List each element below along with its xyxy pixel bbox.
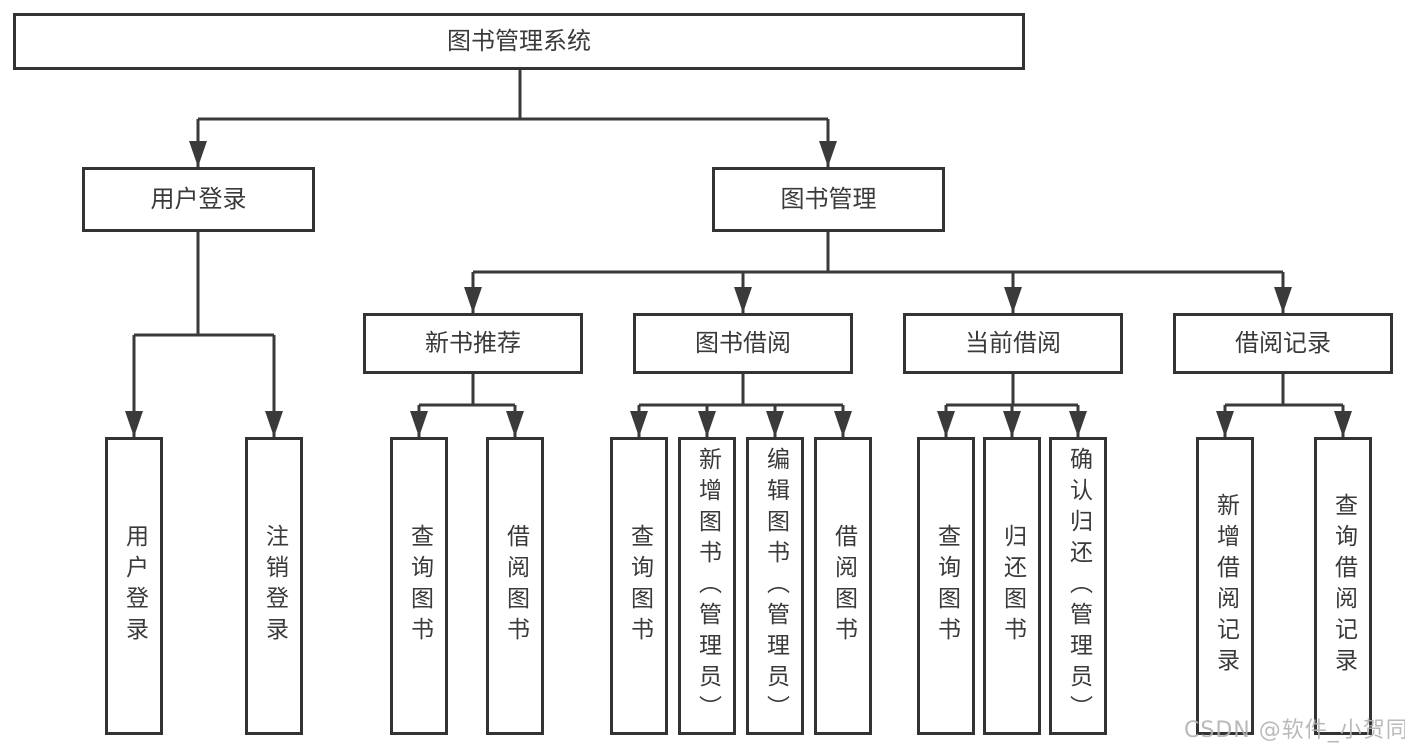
node-borrow-records: 借阅记录: [1173, 313, 1393, 374]
leaf-edit-book-admin: 编辑图书（管理员）: [746, 437, 804, 735]
leaf-logout: 注销登录: [245, 437, 303, 735]
connector-book-management: [473, 232, 1283, 274]
node-book-borrow: 图书借阅: [633, 313, 853, 374]
node-new-book-recommend: 新书推荐: [363, 313, 583, 374]
leaf-borrow-books-1: 借阅图书: [486, 437, 544, 735]
connector-book-borrow: [639, 374, 843, 407]
leaf-query-borrow-record: 查询借阅记录: [1314, 437, 1372, 735]
leaf-query-books-3: 查询图书: [917, 437, 975, 735]
csdn-watermark: CSDN @软件_小贺同学: [1184, 718, 1405, 743]
leaf-borrow-books-2: 借阅图书: [814, 437, 872, 735]
leaf-return-book: 归还图书: [983, 437, 1041, 735]
leaf-query-books-2: 查询图书: [610, 437, 668, 735]
connector-user-login: [134, 232, 274, 337]
node-root: 图书管理系统: [13, 13, 1025, 70]
node-current-borrow: 当前借阅: [903, 313, 1123, 374]
leaf-query-books-1: 查询图书: [390, 437, 448, 735]
node-user-login: 用户登录: [82, 167, 315, 232]
connector-borrow-records: [1225, 374, 1343, 407]
leaf-confirm-return-admin: 确认归还（管理员）: [1049, 437, 1107, 735]
connector-root: [198, 68, 828, 121]
node-book-management: 图书管理: [712, 167, 945, 232]
leaf-user-login: 用户登录: [105, 437, 163, 735]
connector-new-book: [419, 374, 515, 407]
leaf-add-book-admin: 新增图书（管理员）: [678, 437, 736, 735]
leaf-add-borrow-record: 新增借阅记录: [1196, 437, 1254, 735]
connector-current-borrow: [946, 374, 1078, 407]
